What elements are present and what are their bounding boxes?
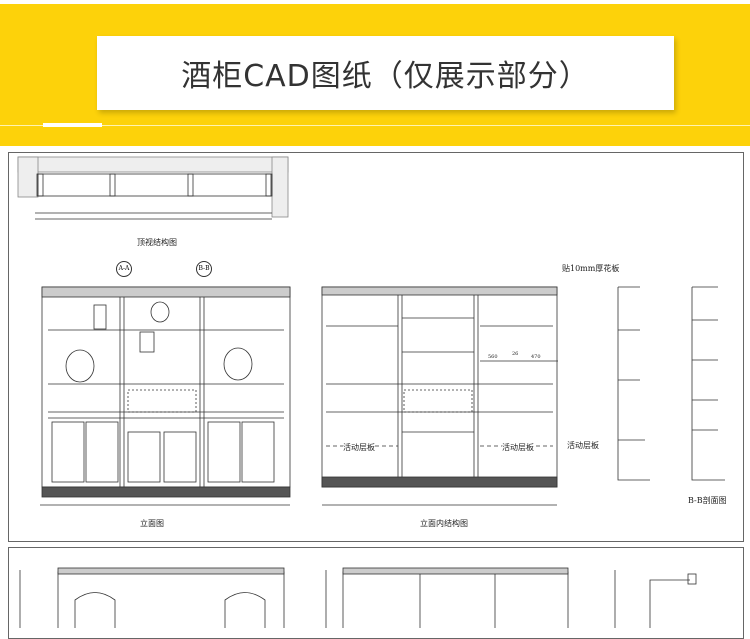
- inner-structure-drawing: [321, 286, 558, 506]
- dimension-560: 560: [488, 354, 498, 360]
- section-marker-aa: A-A: [116, 261, 132, 277]
- label-movable-shelf-3: 活动层板: [567, 441, 599, 450]
- elevation-drawing: [40, 286, 291, 506]
- dimension-26: 26: [512, 351, 519, 357]
- banner-accent: [43, 123, 102, 127]
- banner-divider: [0, 125, 750, 126]
- page-title: 酒柜CAD图纸（仅展示部分）: [181, 59, 590, 94]
- drawing-sheet-2: [8, 547, 744, 639]
- section-drawings: [617, 286, 725, 481]
- section-marker-bb: B-B: [196, 261, 212, 277]
- label-section-bb: B-B剖面图: [688, 496, 727, 505]
- top-view-drawing: [17, 156, 289, 220]
- label-elevation: 立面图: [140, 519, 164, 528]
- title-card: 酒柜CAD图纸（仅展示部分）: [97, 36, 674, 110]
- label-inner-structure: 立面内结构图: [420, 519, 468, 528]
- bottom-partial-drawings: [19, 567, 697, 628]
- label-panel-note: 贴10mm厚花板: [562, 264, 620, 273]
- label-movable-shelf-1: 活动层板: [343, 442, 375, 453]
- label-top-view: 顶视结构图: [137, 238, 177, 247]
- label-movable-shelf-2: 活动层板: [502, 442, 534, 453]
- dimension-470: 470: [531, 354, 541, 360]
